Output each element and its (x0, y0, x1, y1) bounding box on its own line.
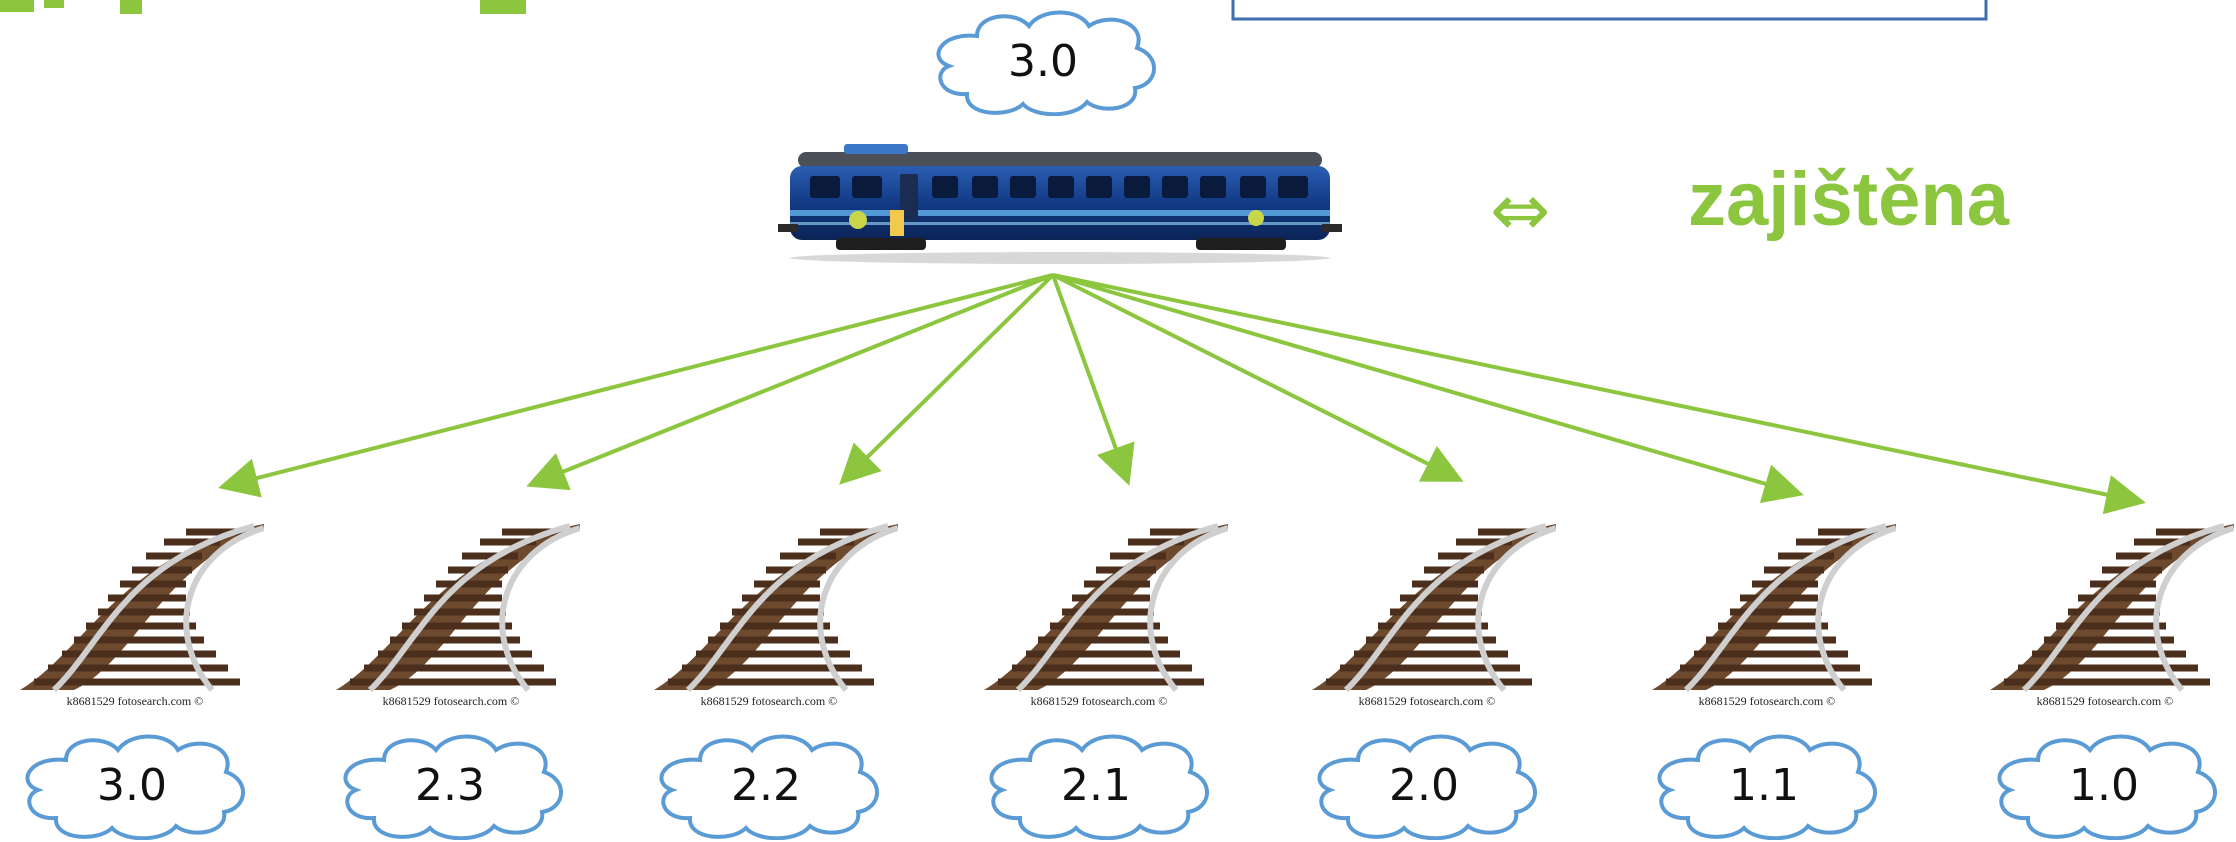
version-cloud (1997, 734, 2217, 840)
image-credit: k8681529 fotosearch.com © (382, 694, 520, 708)
train-icon (778, 144, 1342, 264)
version-label: 1.1 (1729, 759, 1799, 811)
version-label: 3.0 (97, 759, 167, 811)
version-cloud (659, 734, 879, 840)
railway-track-icon (1652, 523, 1896, 692)
railway-track-icon (1990, 523, 2234, 692)
arrow-to-2-3 (526, 273, 1054, 491)
top-version-cloud (936, 10, 1156, 116)
image-credit: k8681529 fotosearch.com © (2036, 694, 2174, 708)
version-cloud (343, 734, 563, 840)
top-version-label: 3.0 (1008, 35, 1078, 87)
version-cloud (25, 734, 245, 840)
image-credit: k8681529 fotosearch.com © (1698, 694, 1836, 708)
railway-track-icon (20, 523, 264, 692)
railway-track-icon (654, 523, 898, 692)
image-credit: k8681529 fotosearch.com © (1358, 694, 1496, 708)
version-label: 2.2 (731, 759, 801, 811)
arrow-to-2-1 (1051, 274, 1135, 486)
image-credit: k8681529 fotosearch.com © (66, 694, 204, 708)
title-fragment (0, 0, 526, 14)
equivalence-symbol: ⇔ (1490, 168, 1551, 252)
version-label: 2.0 (1389, 759, 1459, 811)
version-label: 2.1 (1061, 759, 1131, 811)
arrow-to-1-1 (1052, 273, 1804, 504)
version-cloud (1657, 734, 1877, 840)
arrow-to-3-0 (218, 273, 1054, 498)
arrow-to-2-2 (839, 273, 1055, 485)
arrow-to-2-0 (1052, 273, 1464, 482)
top-box (1231, 0, 1988, 21)
railway-track-icon (1312, 523, 1556, 692)
arrow-to-1-0 (1052, 273, 2146, 515)
status-word: zajištěna (1688, 157, 2010, 242)
version-cloud (1317, 734, 1537, 840)
version-label: 2.3 (415, 759, 485, 811)
railway-track-icon (984, 523, 1228, 692)
image-credit: k8681529 fotosearch.com © (1030, 694, 1168, 708)
version-label: 1.0 (2069, 759, 2139, 811)
image-credit: k8681529 fotosearch.com © (700, 694, 838, 708)
version-cloud (989, 734, 1209, 840)
railway-track-icon (336, 523, 580, 692)
